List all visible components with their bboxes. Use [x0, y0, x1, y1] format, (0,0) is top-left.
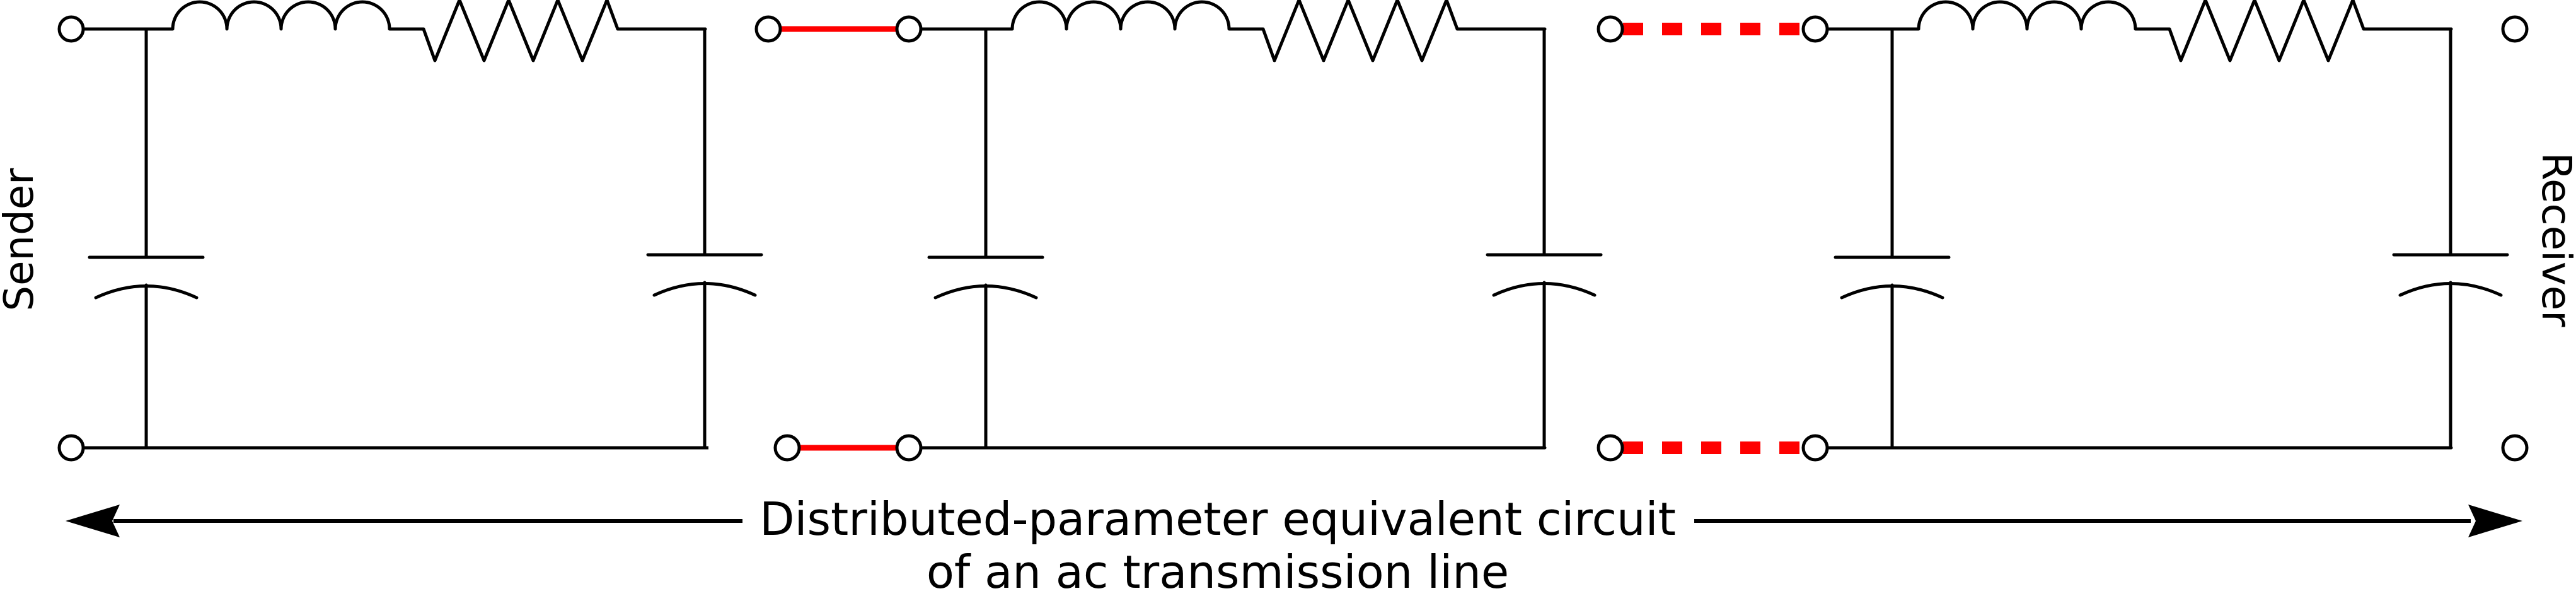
- caption-line-2: of an ac transmission line: [927, 546, 1509, 593]
- span-arrow: [66, 505, 2522, 537]
- terminal-s2-out-top: [1597, 15, 1624, 43]
- arrowhead-right: [2468, 505, 2522, 537]
- terminal-receiver-bottom: [2501, 434, 2529, 462]
- receiver-label: Receiver: [2533, 153, 2576, 328]
- terminal-s2-in-top: [895, 15, 923, 43]
- ladder-section-2: [920, 0, 1601, 448]
- terminal-sender-top: [57, 15, 85, 43]
- terminal-s2-out-bottom: [1597, 434, 1624, 462]
- terminals: [57, 15, 2529, 462]
- caption-line-1: Distributed-parameter equivalent circuit: [760, 493, 1676, 546]
- terminal-receiver-top: [2501, 15, 2529, 43]
- terminal-s1-out-top: [754, 15, 782, 43]
- terminal-sender-bottom: [57, 434, 85, 462]
- terminal-s1-out-bottom: [773, 434, 801, 462]
- terminal-s3-in-bottom: [1801, 434, 1829, 462]
- ladder-section-3: [1827, 0, 2507, 448]
- sender-label: Sender: [0, 168, 43, 312]
- terminal-s3-in-top: [1801, 15, 1829, 43]
- dashed-connector: [1623, 23, 1803, 454]
- ladder-section-1: [81, 0, 761, 448]
- solid-connector: [781, 26, 896, 451]
- terminal-s2-in-bottom: [895, 434, 923, 462]
- arrowhead-left: [66, 505, 120, 537]
